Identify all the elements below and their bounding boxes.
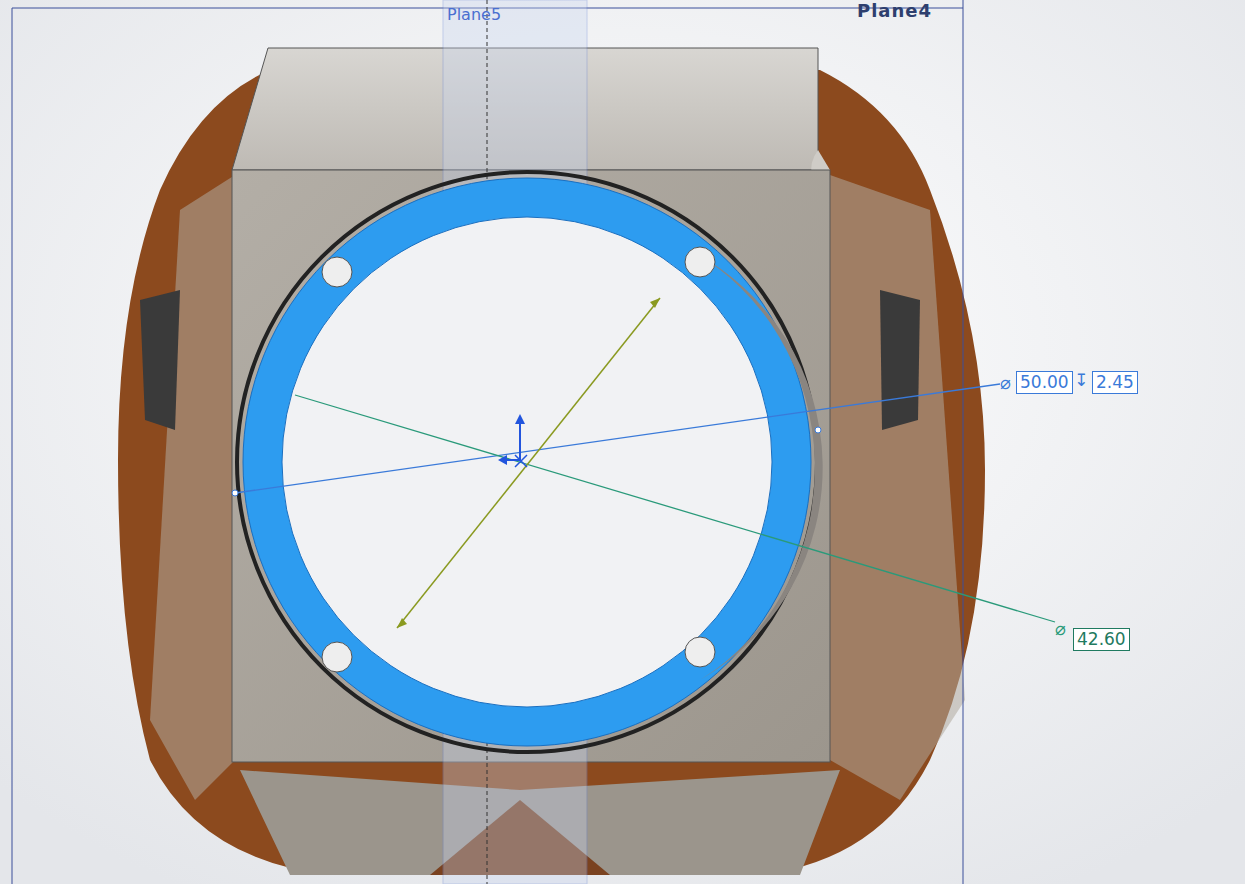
depth-symbol: ↧ <box>1074 372 1088 389</box>
plane-name: Plane4 <box>857 2 932 20</box>
diameter-symbol: ⌀ <box>1000 374 1011 392</box>
plane-name: Plane5 <box>447 7 501 23</box>
dimension-value: 50.00 <box>1016 371 1073 394</box>
dimension-value: 2.45 <box>1092 371 1138 394</box>
diameter-symbol: ⌀ <box>1055 620 1066 638</box>
dimension-value: 42.60 <box>1073 628 1130 651</box>
